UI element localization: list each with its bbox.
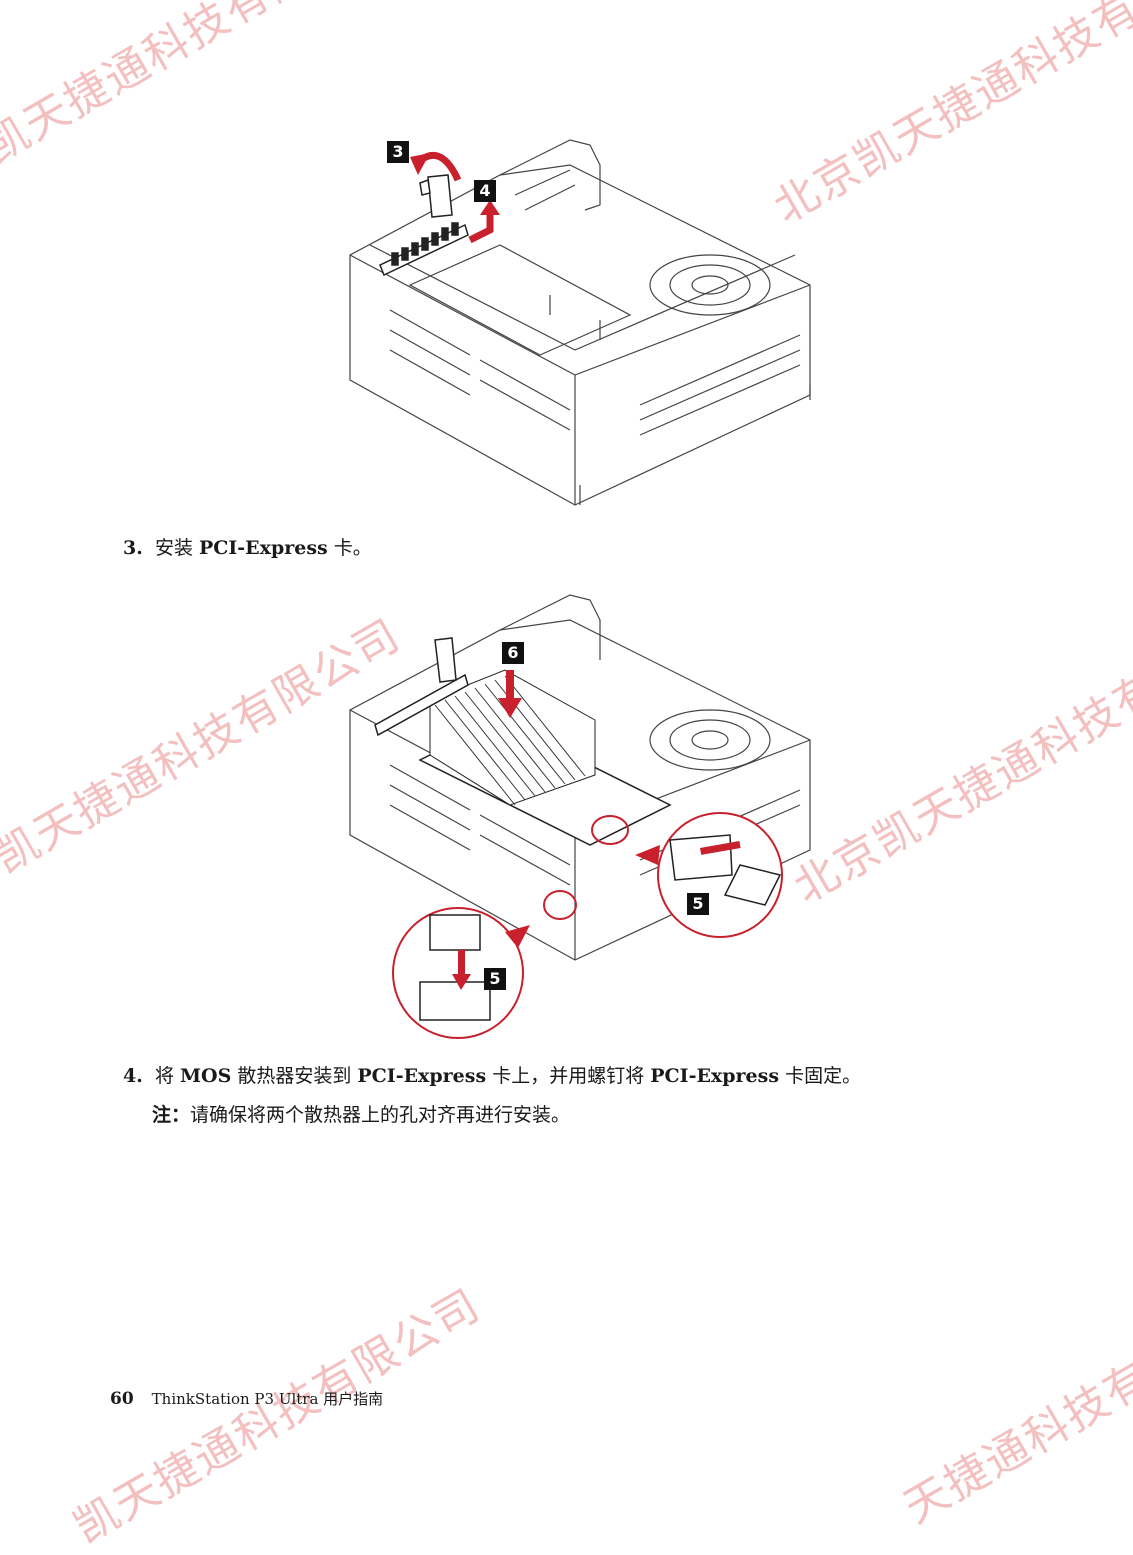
step-text-bold: PCI-Express [650, 1065, 780, 1087]
step-text: 卡固定。 [779, 1065, 862, 1087]
callout-4: 4 [474, 180, 496, 202]
note-label: 注： [152, 1104, 191, 1126]
page-number: 60 [110, 1389, 134, 1409]
step-text: 散热器安装到 [231, 1065, 358, 1087]
step-text: 安装 [154, 537, 199, 559]
callout-3: 3 [387, 141, 409, 163]
callout-5-left: 5 [484, 968, 506, 990]
figure-install-card: 6 5 5 [340, 590, 820, 1040]
note-text: 请确保将两个散热器上的孔对齐再进行安装。 [190, 1104, 571, 1126]
step-text-bold: MOS [179, 1065, 232, 1087]
step-text: 将 [154, 1065, 180, 1087]
watermark: 北京凯天捷通科技有限公司 [765, 0, 1133, 234]
callout-6: 6 [502, 642, 524, 664]
callout-5-right: 5 [687, 893, 709, 915]
step-text: 卡。 [327, 537, 372, 559]
watermark: 凯天捷通科技有限公司 [65, 1279, 490, 1554]
chassis-illustration-1 [349, 139, 811, 506]
step-4: 4. 将 MOS 散热器安装到 PCI-Express 卡上，并用螺钉将 PCI… [123, 1067, 861, 1086]
step-text-bold: PCI-Express [198, 537, 328, 559]
page-footer: 60 ThinkStation P3 Ultra 用户指南 [110, 1388, 383, 1409]
step-number: 3. [123, 537, 143, 559]
footer-title: ThinkStation P3 Ultra [151, 1390, 319, 1408]
footer-suffix: 用户指南 [318, 1390, 384, 1408]
note: 注：请确保将两个散热器上的孔对齐再进行安装。 [152, 1106, 570, 1125]
chassis-illustration-2 [349, 594, 811, 1039]
step-text-bold: PCI-Express [357, 1065, 487, 1087]
step-3: 3. 安装 PCI-Express 卡。 [123, 539, 372, 558]
step-number: 4. [123, 1065, 143, 1087]
watermark: 天捷通科技有限 [895, 1328, 1133, 1534]
watermark: 北京凯天捷通科技有限 [785, 639, 1133, 914]
step-text: 卡上，并用螺钉将 [486, 1065, 651, 1087]
figure-remove-bracket: 3 4 [340, 135, 815, 510]
